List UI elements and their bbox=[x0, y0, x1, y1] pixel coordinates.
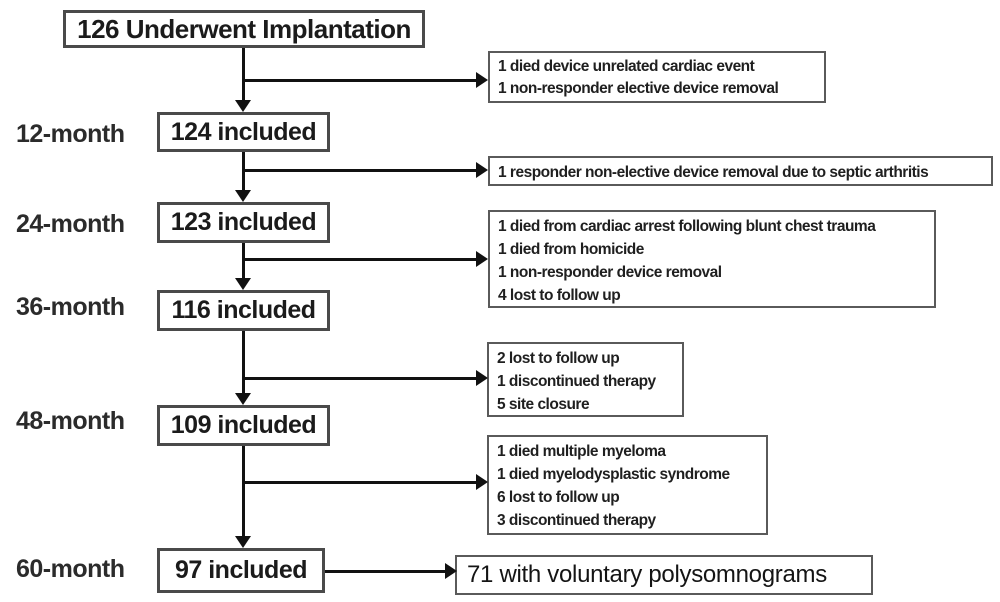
side-box-12-month-exclusions: 1 died device unrelated cardiac event 1 … bbox=[488, 51, 826, 103]
stage-label-36-month: 36-month bbox=[16, 293, 125, 321]
connector-line bbox=[242, 169, 476, 172]
arrow-right-icon bbox=[445, 563, 457, 579]
box-116-included: 116 included bbox=[157, 290, 330, 331]
exclusion-line: 4 lost to follow up bbox=[498, 287, 621, 304]
exclusion-line: 2 lost to follow up bbox=[497, 350, 620, 367]
box-underwent-implantation: 126 Underwent Implantation bbox=[63, 10, 425, 48]
arrow-right-icon bbox=[476, 474, 488, 490]
connector-line bbox=[242, 331, 245, 393]
connector-line bbox=[242, 48, 245, 100]
arrow-right-icon bbox=[476, 370, 488, 386]
exclusion-line: 1 died from cardiac arrest following blu… bbox=[498, 218, 876, 235]
box-voluntary-polysomnograms: 71 with voluntary polysomnograms bbox=[455, 555, 873, 595]
arrow-down-icon bbox=[235, 393, 251, 405]
stage-label-12-month: 12-month bbox=[16, 120, 125, 148]
exclusion-line: 1 died device unrelated cardiac event bbox=[498, 58, 755, 75]
connector-line bbox=[325, 570, 445, 573]
box-109-included: 109 included bbox=[157, 405, 330, 446]
stage-label-60-month: 60-month bbox=[16, 555, 125, 583]
exclusion-line: 1 died from homicide bbox=[498, 241, 644, 258]
box-123-included: 123 included bbox=[157, 202, 330, 243]
arrow-right-icon bbox=[476, 72, 488, 88]
box-124-included: 124 included bbox=[157, 112, 330, 152]
arrow-right-icon bbox=[476, 162, 488, 178]
exclusion-line: 1 discontinued therapy bbox=[497, 373, 656, 390]
arrow-down-icon bbox=[235, 278, 251, 290]
exclusion-line: 3 discontinued therapy bbox=[497, 512, 656, 529]
exclusion-line: 1 responder non-elective device removal … bbox=[498, 164, 929, 181]
exclusion-line: 1 non-responder device removal bbox=[498, 264, 722, 281]
stage-label-48-month: 48-month bbox=[16, 407, 125, 435]
exclusion-line: 1 died multiple myeloma bbox=[497, 443, 666, 460]
connector-line bbox=[242, 446, 245, 536]
exclusion-line: 5 site closure bbox=[497, 396, 590, 413]
stage-label-24-month: 24-month bbox=[16, 210, 125, 238]
arrow-right-icon bbox=[476, 251, 488, 267]
arrow-down-icon bbox=[235, 536, 251, 548]
exclusion-line: 6 lost to follow up bbox=[497, 489, 620, 506]
exclusion-line: 1 non-responder elective device removal bbox=[498, 80, 779, 97]
side-box-60-month-exclusions: 1 died multiple myeloma 1 died myelodysp… bbox=[487, 435, 768, 535]
exclusion-line: 1 died myelodysplastic syndrome bbox=[497, 466, 730, 483]
arrow-down-icon bbox=[235, 190, 251, 202]
box-97-included: 97 included bbox=[157, 548, 325, 593]
connector-line bbox=[242, 79, 476, 82]
side-box-48-month-exclusions: 2 lost to follow up 1 discontinued thera… bbox=[487, 342, 684, 417]
arrow-down-icon bbox=[235, 100, 251, 112]
connector-line bbox=[242, 481, 476, 484]
connector-line bbox=[242, 377, 476, 380]
side-box-36-month-exclusions: 1 died from cardiac arrest following blu… bbox=[488, 210, 936, 308]
side-box-24-month-exclusions: 1 responder non-elective device removal … bbox=[488, 156, 993, 186]
connector-line bbox=[242, 258, 476, 261]
